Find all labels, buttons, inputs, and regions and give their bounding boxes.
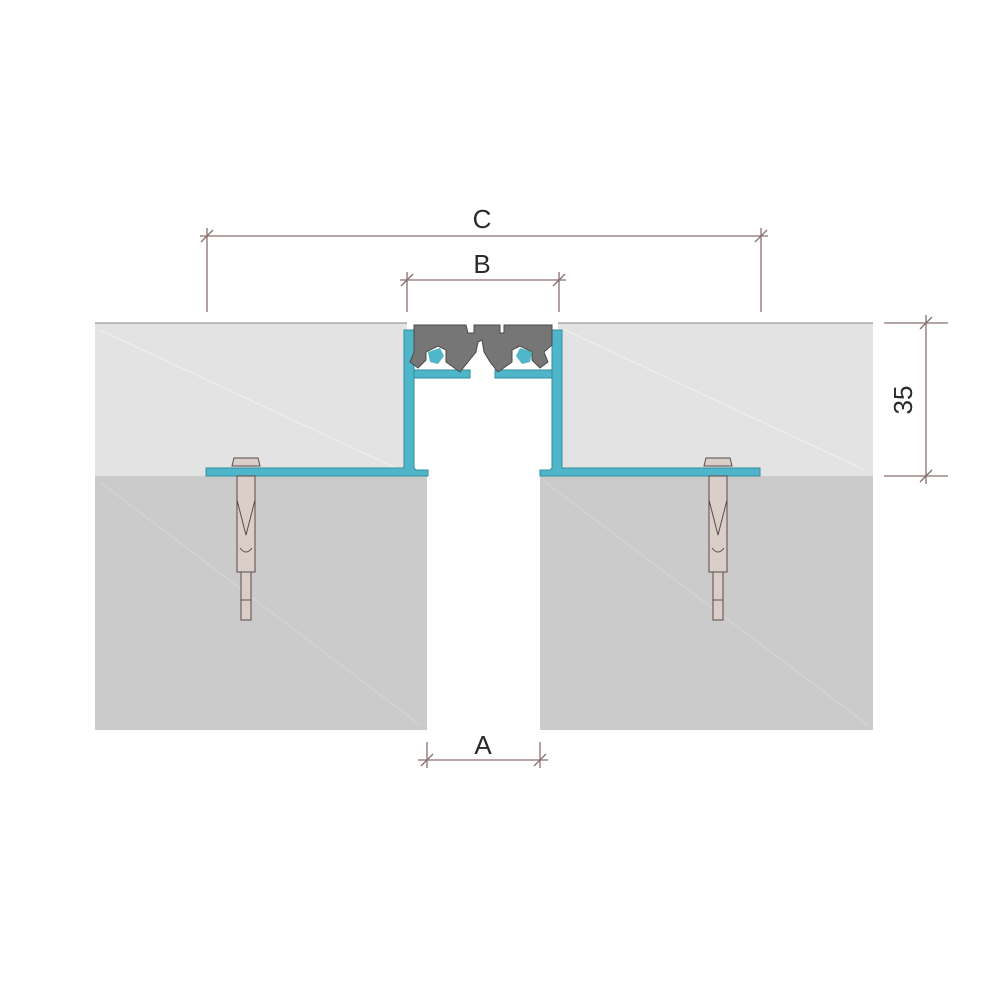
screed-left: [95, 323, 407, 476]
rubber-insert: [409, 324, 553, 373]
screed-right: [558, 323, 873, 476]
profile-right: [494, 329, 761, 477]
substrate-left: [95, 476, 427, 730]
profile-left: [205, 329, 471, 477]
dimension-c: C: [200, 204, 768, 312]
anchor-bolt-left: [231, 457, 261, 621]
dimension-height-label: 35: [888, 386, 918, 415]
dimension-a: A: [418, 730, 548, 768]
substrate-layer: [95, 476, 873, 730]
dimension-b: B: [400, 249, 566, 312]
dimension-height: 35: [884, 315, 948, 484]
screed-layer: [95, 322, 873, 476]
dimension-c-label: C: [473, 204, 492, 234]
dimension-a-label: A: [474, 730, 492, 760]
dimension-b-label: B: [473, 249, 490, 279]
anchor-bolt-right: [703, 457, 733, 621]
